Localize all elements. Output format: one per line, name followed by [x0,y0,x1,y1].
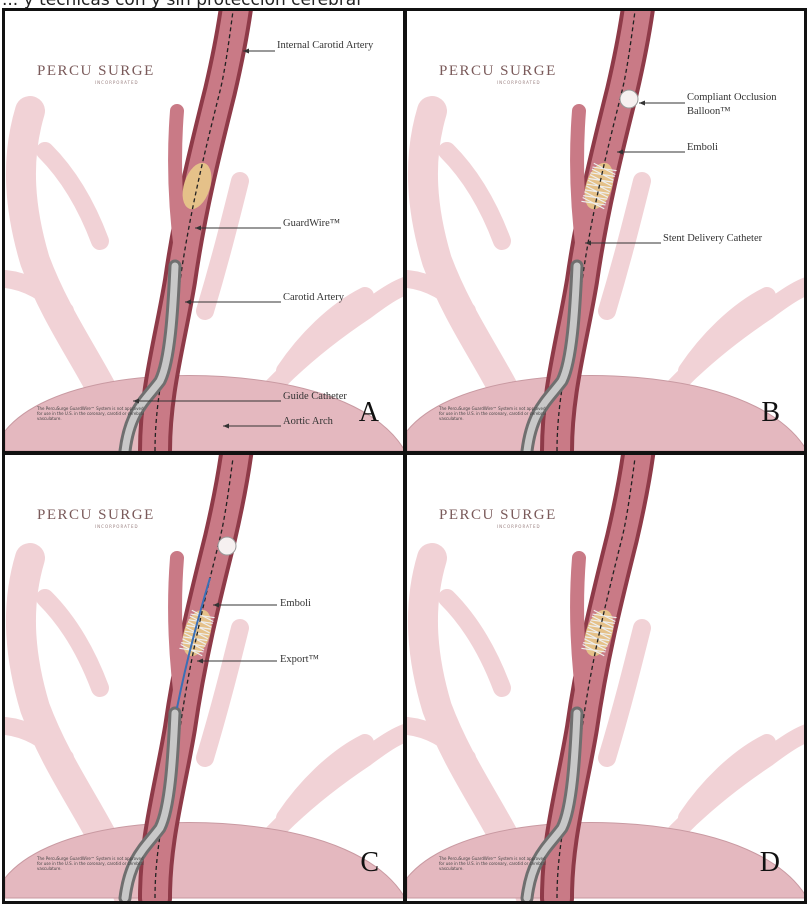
background-vessel [45,598,100,688]
logo-text: PERCU SURGE [439,63,557,79]
background-vessel [687,743,767,818]
label-internal-carotid-artery: Internal Carotid Artery [277,39,373,52]
label-export: Export™ [280,653,319,666]
logo-text: PERCU SURGE [37,63,155,79]
background-vessel [687,296,767,371]
panel-letter: C [360,847,379,879]
label-balloon: Balloon™ [687,105,731,118]
panel-letter: D [760,847,780,879]
panel-letter: B [761,397,780,429]
logo-sub: INCORPORATED [95,80,139,85]
leader-arrow [639,101,645,106]
disclaimer: The PercuSurge GuardWire™ System is not … [37,856,147,871]
logo-sub: INCORPORATED [497,80,541,85]
logo-text: PERCU SURGE [37,507,155,523]
logo-text: PERCU SURGE [439,507,557,523]
background-vessel [285,296,365,371]
label-guardwire: GuardWire™ [283,217,340,230]
background-vessel [285,743,365,818]
label-aortic-arch: Aortic Arch [283,415,333,428]
occlusion-balloon [620,90,638,108]
label-emboli: Emboli [687,141,718,154]
background-vessel [45,151,100,241]
logo-sub: INCORPORATED [497,524,541,529]
disclaimer: The PercuSurge GuardWire™ System is not … [439,856,549,871]
external-carotid-branch [577,558,585,713]
label-emboli: Emboli [280,597,311,610]
panel-letter: A [359,397,379,429]
label-stent-delivery-catheter: Stent Delivery Catheter [663,232,762,245]
label-carotid-artery: Carotid Artery [283,291,344,304]
label-compliant-occlusion: Compliant Occlusion [687,91,777,104]
disclaimer: The PercuSurge GuardWire™ System is not … [37,406,147,421]
background-vessel [447,151,502,241]
background-vessel [447,598,502,688]
external-carotid-branch [175,111,183,266]
external-carotid-branch [577,111,585,266]
logo-sub: INCORPORATED [95,524,139,529]
label-guide-catheter: Guide Catheter [283,390,347,403]
occlusion-balloon [218,537,236,555]
disclaimer: The PercuSurge GuardWire™ System is not … [439,406,549,421]
